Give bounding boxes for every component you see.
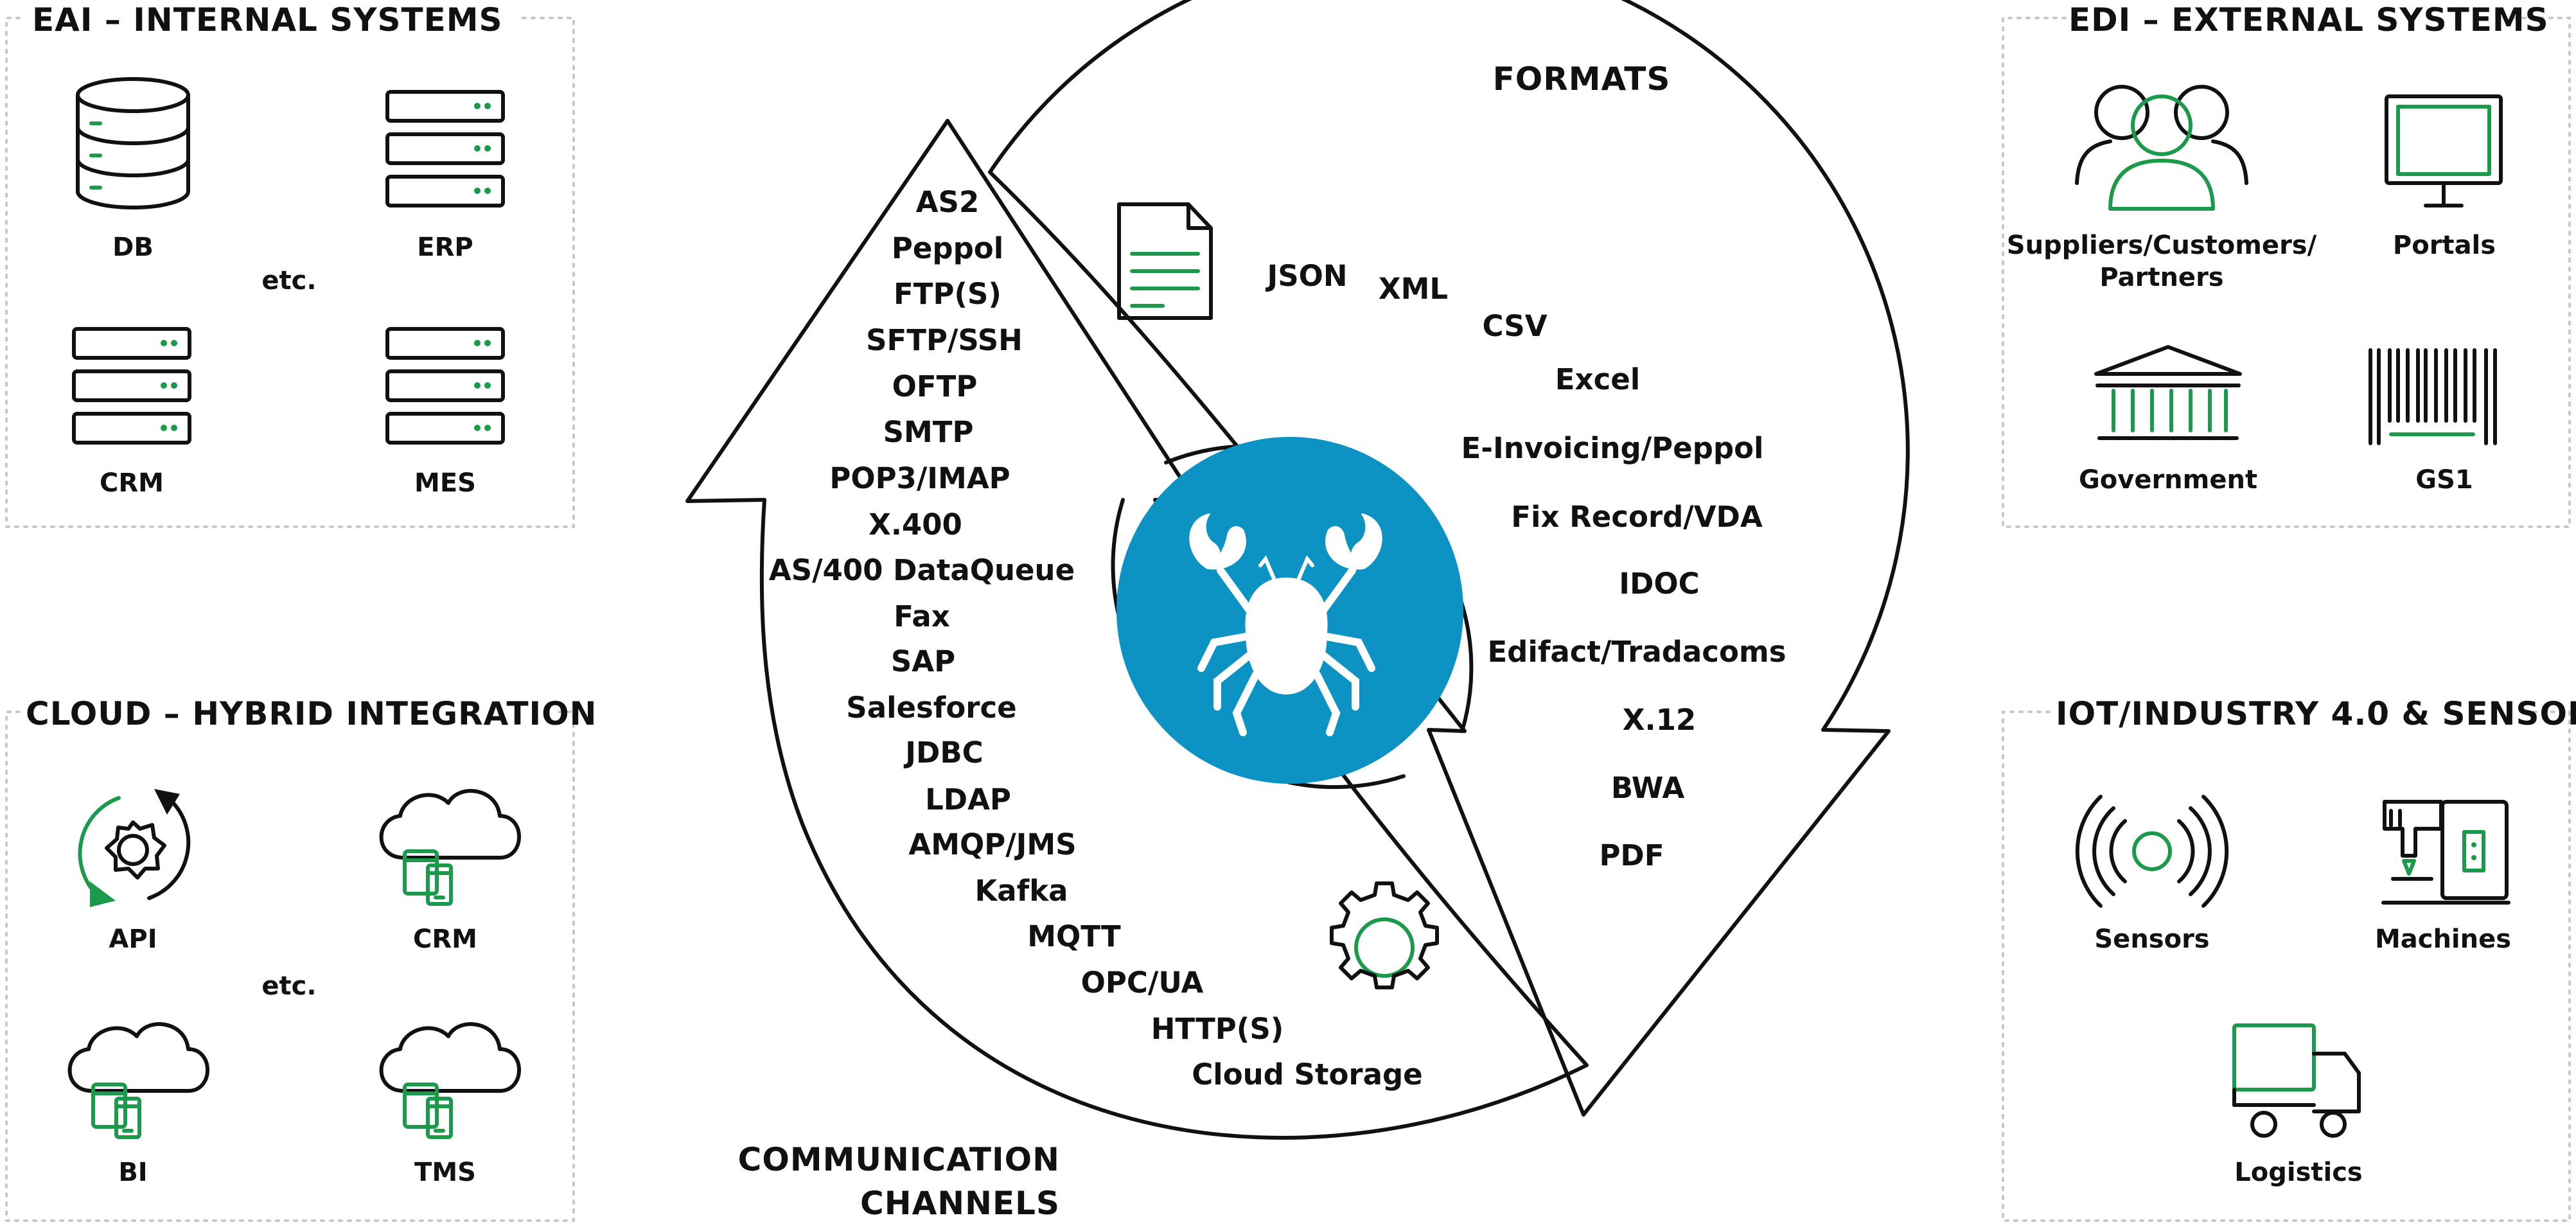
people-icon <box>2075 85 2248 211</box>
iot-panel-frame <box>2002 711 2571 1222</box>
channel-item: Salesforce <box>846 691 1016 725</box>
api-label: API <box>109 924 157 954</box>
format-item: JSON <box>1265 259 1347 293</box>
channel-item: HTTP(S) <box>1151 1012 1284 1046</box>
channel-item: SAP <box>891 644 955 678</box>
edi-panel-title: EDI – EXTERNAL SYSTEMS <box>2069 1 2549 39</box>
channel-item: AMQP/JMS <box>908 827 1076 862</box>
eai-panel-title: EAI – INTERNAL SYSTEMS <box>32 1 503 39</box>
eai-etc-label: etc. <box>261 266 316 296</box>
machine-icon <box>2381 800 2510 905</box>
channels-title-line2: CHANNELS <box>860 1185 1060 1222</box>
channel-item: LDAP <box>925 782 1011 817</box>
cloud-etc-label: etc. <box>261 971 316 1001</box>
api-sync-icon <box>78 789 191 907</box>
sensor-signal-icon <box>2075 795 2229 908</box>
format-item: BWA <box>1611 771 1684 805</box>
channel-item: X.400 <box>869 508 962 542</box>
db-label: DB <box>112 233 154 262</box>
sensors-label: Sensors <box>2094 924 2209 954</box>
portals-label: Portals <box>2393 231 2496 260</box>
document-icon <box>1117 202 1213 320</box>
gs1-label: GS1 <box>2415 465 2473 495</box>
truck-icon <box>2232 1023 2361 1138</box>
edi-panel: EDI – EXTERNAL SYSTEMS <box>2002 1 2571 528</box>
iot-panel: IOT/INDUSTRY 4.0 & SENSORS <box>2002 695 2576 1222</box>
format-item: Fix Record/VDA <box>1511 500 1763 534</box>
eai-panel: EAI – INTERNAL SYSTEMS <box>5 1 575 528</box>
bi-label: BI <box>118 1158 147 1187</box>
partners-label-line2: Partners <box>2099 263 2223 292</box>
channel-item: AS2 <box>916 185 980 219</box>
format-item: X.12 <box>1623 703 1696 737</box>
government-label: Government <box>2079 465 2257 495</box>
government-building-icon <box>2094 345 2242 440</box>
format-item: Excel <box>1555 362 1640 396</box>
channel-item: Cloud Storage <box>1192 1057 1422 1092</box>
iot-panel-title: IOT/INDUSTRY 4.0 & SENSORS <box>2056 695 2576 732</box>
logistics-label: Logistics <box>2234 1158 2362 1187</box>
channel-item: Fax <box>894 599 950 633</box>
channels-arrow <box>685 119 1589 1140</box>
crm-cloud-icon <box>382 791 519 904</box>
gear-icon <box>1330 881 1439 989</box>
format-item: E-Invoicing/Peppol <box>1461 431 1764 465</box>
channel-item: FTP(S) <box>894 277 1001 311</box>
cloud-panel-title: CLOUD – HYBRID INTEGRATION <box>26 695 597 732</box>
cloud-panel-frame <box>5 711 575 1222</box>
eai-panel-frame <box>5 17 575 528</box>
channel-item: OFTP <box>892 369 978 403</box>
formats-title: FORMATS <box>1493 60 1671 98</box>
channel-item: SMTP <box>883 415 974 449</box>
bi-cloud-icon <box>70 1024 207 1137</box>
format-item: CSV <box>1482 309 1547 343</box>
crm-server-icon <box>74 329 190 443</box>
format-item: Edifact/Tradacoms <box>1487 635 1786 669</box>
format-item: IDOC <box>1619 567 1699 601</box>
channel-item: Peppol <box>892 231 1003 265</box>
crab-logo-icon <box>1116 437 1463 784</box>
erp-server-icon <box>387 92 503 206</box>
channels-list: AS2 Peppol FTP(S) SFTP/SSH OFTP SMTP POP… <box>769 185 1423 1092</box>
mes-server-icon <box>387 329 503 443</box>
eai-crm-label: CRM <box>100 468 164 498</box>
barcode-icon <box>2369 348 2497 445</box>
channel-item: OPC/UA <box>1081 966 1204 1000</box>
machines-label: Machines <box>2375 924 2511 954</box>
channel-item: AS/400 DataQueue <box>769 553 1075 587</box>
channel-item: Kafka <box>975 874 1068 908</box>
tms-label: TMS <box>414 1158 476 1187</box>
format-item: XML <box>1379 272 1448 306</box>
channel-item: JDBC <box>903 736 983 770</box>
channel-item: MQTT <box>1027 919 1121 953</box>
tms-cloud-icon <box>382 1024 519 1137</box>
cloud-panel: CLOUD – HYBRID INTEGRATION <box>5 695 597 1222</box>
monitor-icon <box>2385 94 2503 208</box>
channel-item: POP3/IMAP <box>829 461 1010 495</box>
partners-label-line1: Suppliers/Customers/ <box>2007 231 2317 260</box>
channel-item: SFTP/SSH <box>866 323 1023 357</box>
edi-panel-frame <box>2002 17 2571 528</box>
erp-label: ERP <box>417 233 473 262</box>
database-icon <box>76 77 190 209</box>
cloud-crm-label: CRM <box>413 924 477 954</box>
formats-list: JSON XML CSV Excel E-Invoicing/Peppol Fi… <box>1265 259 1786 872</box>
format-item: PDF <box>1599 838 1664 872</box>
channels-title-line1: COMMUNICATION <box>738 1141 1060 1178</box>
mes-label: MES <box>414 468 476 498</box>
